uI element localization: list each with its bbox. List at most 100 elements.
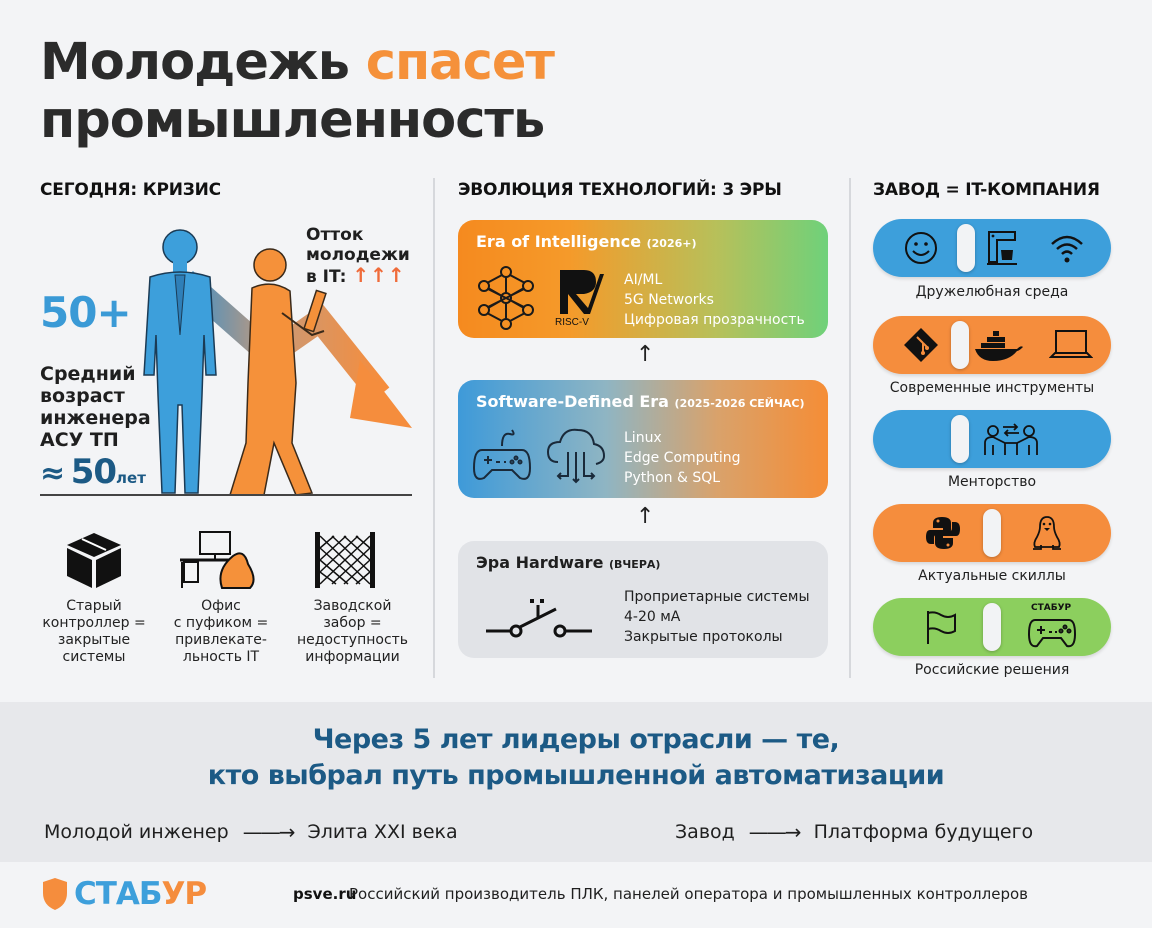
- era-item: Цифровая прозрачность: [624, 312, 805, 328]
- transform-to: Платформа будущего: [813, 821, 1034, 843]
- era-item: 4-20 мА: [624, 609, 681, 625]
- up-arrows-icon: ↑↑↑: [352, 263, 406, 287]
- pill-knob: [951, 321, 969, 369]
- legend-line: забор =: [323, 615, 382, 631]
- legend-fence: Заводской забор = недоступность информац…: [280, 598, 425, 666]
- legend-line: льность IT: [182, 649, 260, 665]
- era-item: Edge Computing: [624, 450, 741, 466]
- stabur-badge: СТАБУР: [1031, 603, 1072, 613]
- era-item: AI/ML: [624, 272, 663, 288]
- era-item: 5G Networks: [624, 292, 714, 308]
- pill-friendly-environment: [873, 219, 1111, 277]
- avg-line: АСУ ТП: [40, 429, 119, 451]
- title-part1: Молодежь: [40, 33, 366, 92]
- legend-line: контроллер =: [42, 615, 146, 631]
- approx-sign: ≈: [40, 456, 66, 491]
- age-unit: лет: [116, 469, 146, 487]
- legend-line: Офис: [201, 598, 241, 614]
- pill-label: Современные инструменты: [889, 380, 1095, 396]
- neural-network-icon: [478, 266, 534, 330]
- ground-line: [40, 494, 412, 496]
- era-subtitle: (2026+): [646, 237, 697, 250]
- era-subtitle: (ВЧЕРА): [609, 558, 661, 571]
- title-line2: промышленность: [40, 91, 545, 150]
- divider-right: [849, 178, 851, 678]
- outflow-line: Отток: [306, 225, 364, 245]
- right-heading: ЗАВОД = IT-КОМПАНИЯ: [873, 180, 1100, 200]
- up-arrow-icon: ↑: [636, 342, 655, 367]
- era-title-text: Era of Intelligence: [476, 232, 642, 251]
- mentoring-icon: [984, 423, 1038, 455]
- era-subtitle: (2025-2026 СЕЙЧАС): [674, 397, 805, 410]
- stat-50-plus: 50+: [40, 288, 132, 337]
- stabur-logo: СТАБУР: [42, 876, 208, 912]
- senior-engineer-figure-icon: [143, 229, 217, 494]
- legend-line: системы: [62, 649, 126, 665]
- young-engineer-figure-icon: [228, 248, 327, 496]
- average-age-value: ≈ 50лет: [40, 452, 146, 492]
- era-title-text: Software-Defined Era: [476, 392, 669, 411]
- logo-text-orange: УР: [161, 876, 208, 912]
- avg-line: инженера: [40, 407, 151, 429]
- transform-to: Элита XXI века: [307, 821, 458, 843]
- flag-icon: [927, 611, 956, 644]
- title-accent: спасет: [365, 33, 555, 92]
- stabur-gamepad-icon: [1027, 619, 1077, 648]
- avg-line: Средний: [40, 363, 136, 385]
- box-icon: [67, 533, 121, 588]
- git-icon: [904, 328, 938, 362]
- middle-heading: ЭВОЛЮЦИЯ ТЕХНОЛОГИЙ: 3 ЭРЫ: [458, 180, 782, 200]
- transform-factory: Завод ——→ Платформа будущего: [675, 820, 1033, 844]
- pill-knob: [951, 415, 969, 463]
- long-arrow-icon: ——→: [242, 820, 296, 844]
- pill-mentoring: [873, 410, 1111, 468]
- up-arrow-icon: ↑: [636, 504, 655, 529]
- pill-label: Дружелюбная среда: [915, 284, 1069, 300]
- era-title: Эра Hardware (ВЧЕРА): [476, 553, 810, 572]
- pill-modern-tools: [873, 316, 1111, 374]
- legend-line: привлекате-: [175, 632, 267, 648]
- era-software-card: Software-Defined Era (2025-2026 СЕЙЧАС) …: [458, 380, 828, 498]
- era-title-text: Эра Hardware: [476, 553, 604, 572]
- headline-line: Через 5 лет лидеры отрасли — те,: [312, 724, 840, 755]
- transform-from: Завод: [675, 821, 735, 843]
- era-hardware-card: Эра Hardware (ВЧЕРА) Проприетарные систе…: [458, 541, 828, 658]
- company-tagline: Российский производитель ПЛК, панелей оп…: [349, 885, 1028, 903]
- footer: [0, 862, 1152, 928]
- pill-knob: [983, 603, 1001, 651]
- left-heading: СЕГОДНЯ: КРИЗИС: [40, 180, 221, 200]
- average-age-label: Средний возраст инженера АСУ ТП: [40, 363, 151, 451]
- legend-line: информации: [305, 649, 400, 665]
- pill-knob: [983, 509, 1001, 557]
- pill-knob: [957, 224, 975, 272]
- era-item: Закрытые протоколы: [624, 629, 783, 645]
- youth-outflow-label: Отток молодежи в IT: ↑↑↑: [306, 225, 410, 287]
- headline-line: кто выбрал путь промышленной автоматизац…: [207, 760, 945, 791]
- pill-label: Российские решения: [914, 662, 1070, 678]
- coffee-machine-icon: [987, 231, 1017, 265]
- legend-line: Заводской: [313, 598, 392, 614]
- python-icon: [926, 517, 960, 549]
- pill-relevant-skills: [873, 504, 1111, 562]
- laptop-icon: [1049, 330, 1093, 358]
- conclusion-headline: Через 5 лет лидеры отрасли — те, кто выб…: [0, 722, 1152, 794]
- page-title: Молодежь спасет промышленность: [40, 33, 555, 150]
- era-items: AI/ML 5G Networks Цифровая прозрачность: [624, 270, 805, 330]
- outflow-line: в IT:: [306, 267, 347, 287]
- pill-label: Менторство: [947, 474, 1037, 490]
- conclusion-band: [0, 702, 1152, 862]
- transform-engineer: Молодой инженер ——→ Элита XXI века: [44, 820, 458, 844]
- legend-line: с пуфиком =: [173, 615, 269, 631]
- cloud-transfer-icon: [546, 428, 606, 484]
- wifi-icon: [1051, 235, 1083, 263]
- website-link[interactable]: psve.ru: [293, 885, 357, 903]
- outflow-line: молодежи: [306, 245, 410, 265]
- legend-line: недоступность: [296, 632, 409, 648]
- decline-arrow-icon: [180, 271, 412, 428]
- office-beanbag-icon: [180, 531, 255, 589]
- gamepad-icon: [472, 429, 532, 480]
- era-intelligence-card: Era of Intelligence (2026+) RISC-V AI/ML…: [458, 220, 828, 338]
- pill-russian-solutions: СТАБУР: [873, 598, 1111, 656]
- long-arrow-icon: ——→: [748, 820, 802, 844]
- transform-from: Молодой инженер: [44, 821, 229, 843]
